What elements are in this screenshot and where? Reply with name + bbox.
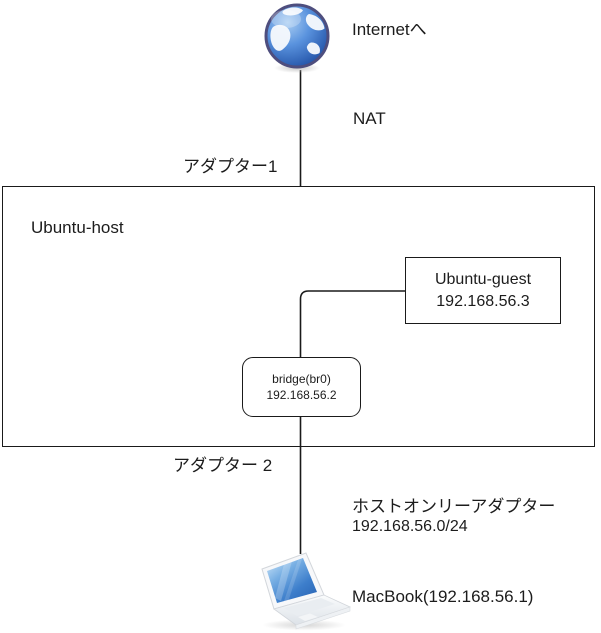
ubuntu-guest-name: Ubuntu-guest bbox=[434, 270, 532, 288]
adapter1-label: アダプター1 bbox=[183, 157, 278, 176]
hostonly-adapter-subnet: 192.168.56.0/24 bbox=[352, 518, 468, 536]
laptop-icon bbox=[261, 552, 352, 631]
ubuntu-guest-box: Ubuntu-guest 192.168.56.3 bbox=[405, 257, 561, 324]
bridge-name: bridge(br0) bbox=[272, 372, 331, 386]
hostonly-adapter-label: ホストオンリーアダプター 192.168.56.0/24 bbox=[352, 496, 555, 537]
ubuntu-guest-ip: 192.168.56.3 bbox=[436, 292, 530, 310]
macbook-label: MacBook(192.168.56.1) bbox=[352, 587, 534, 606]
bridge-ip: 192.168.56.2 bbox=[266, 388, 337, 402]
globe-icon bbox=[264, 3, 330, 73]
internet-label: Internetへ bbox=[352, 20, 427, 39]
adapter2-label: アダプター 2 bbox=[173, 456, 273, 475]
bridge-box: bridge(br0) 192.168.56.2 bbox=[242, 357, 361, 417]
nat-label: NAT bbox=[353, 109, 386, 128]
hostonly-adapter-name: ホストオンリーアダプター bbox=[352, 497, 556, 516]
ubuntu-host-title: Ubuntu-host bbox=[31, 218, 124, 237]
ubuntu-host-box bbox=[2, 186, 595, 447]
